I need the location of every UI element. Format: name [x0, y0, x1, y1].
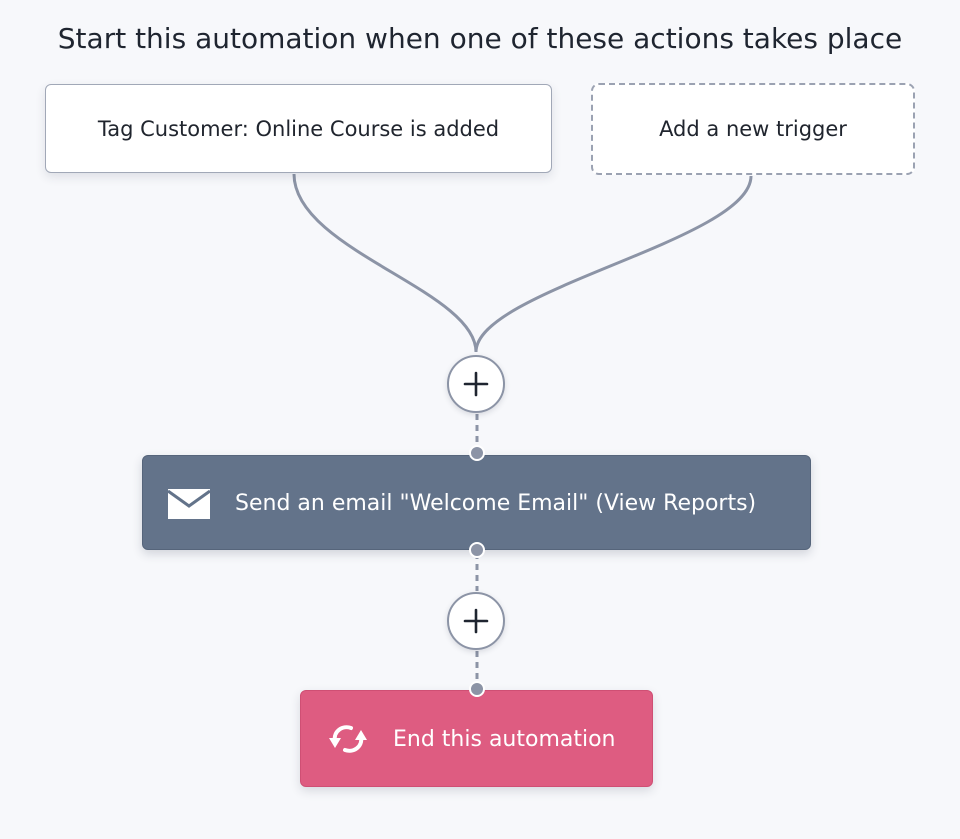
step-label: Send an email "Welcome Email" (View Repo…: [235, 491, 757, 516]
add-trigger-button[interactable]: Add a new trigger: [591, 83, 915, 175]
trigger-connector-right: [474, 175, 753, 353]
trigger-label: Tag Customer: Online Course is added: [97, 116, 500, 141]
step-end-automation[interactable]: End this automation: [300, 690, 653, 787]
connector-dot: [469, 445, 485, 461]
step-label: End this automation: [393, 727, 616, 752]
trigger-card-tag-customer[interactable]: Tag Customer: Online Course is added: [45, 84, 552, 173]
trigger-connector-left: [292, 173, 478, 353]
envelope-icon: [167, 489, 211, 519]
step-send-email[interactable]: Send an email "Welcome Email" (View Repo…: [142, 455, 811, 550]
page-title: Start this automation when one of these …: [57, 22, 903, 55]
connector-dot: [469, 681, 485, 697]
refresh-icon: [329, 725, 367, 753]
plus-icon: [463, 371, 489, 397]
add-trigger-label: Add a new trigger: [659, 117, 847, 141]
connector-dot: [469, 542, 485, 558]
plus-icon: [463, 608, 489, 634]
add-step-button-2[interactable]: [447, 592, 505, 650]
add-step-button-1[interactable]: [447, 355, 505, 413]
